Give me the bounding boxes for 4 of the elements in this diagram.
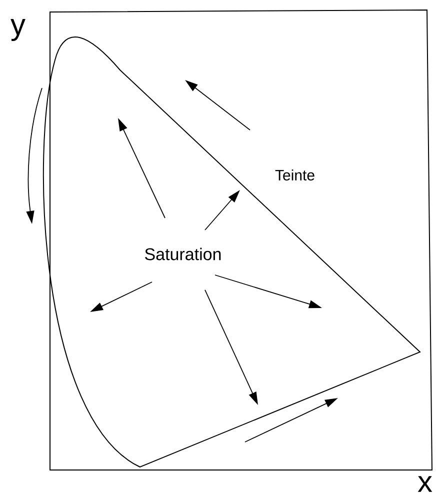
axis-label: x [418, 476, 432, 492]
text-label: Saturation [145, 248, 221, 260]
text-label: Teinte [275, 170, 314, 180]
axis-label: y [10, 18, 26, 42]
